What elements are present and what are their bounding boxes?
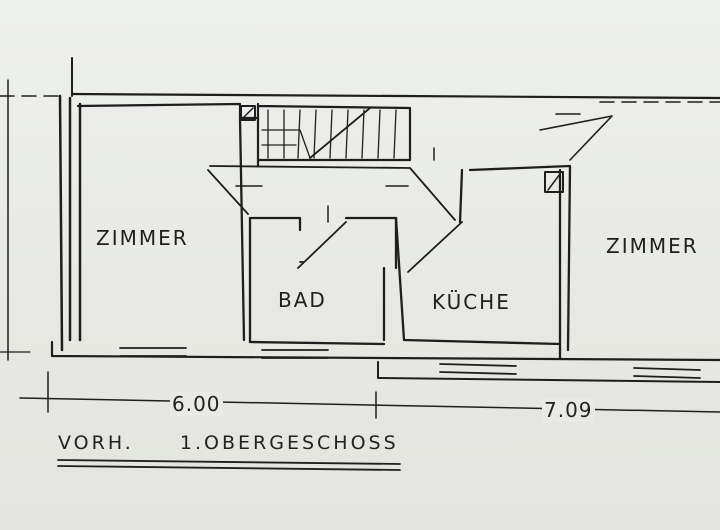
room-label-kueche: KÜCHE <box>432 290 511 314</box>
caption-underline <box>57 459 401 471</box>
chimney-right <box>544 171 564 193</box>
stair-treads <box>267 109 397 159</box>
dimension-label-right: 7.09 <box>542 398 595 422</box>
outer-wall-bottom <box>50 340 720 362</box>
caption-prefix: VORH. <box>58 432 134 454</box>
outer-wall-top <box>70 92 720 100</box>
chimney-left <box>240 105 256 121</box>
caption-floor: 1.OBERGESCHOSS <box>179 432 399 454</box>
bad-walls <box>248 216 398 346</box>
kueche-walls <box>394 164 572 360</box>
room-label-zimmer-right: ZIMMER <box>606 234 699 258</box>
dimension-label-left: 6.00 <box>170 392 223 416</box>
stair-outline <box>256 102 412 168</box>
dimension-line <box>19 397 720 413</box>
room-label-bad: BAD <box>278 288 327 312</box>
room-label-zimmer-left: ZIMMER <box>96 226 189 250</box>
drawing-caption: VORH. 1.OBERGESCHOSS <box>58 432 399 454</box>
